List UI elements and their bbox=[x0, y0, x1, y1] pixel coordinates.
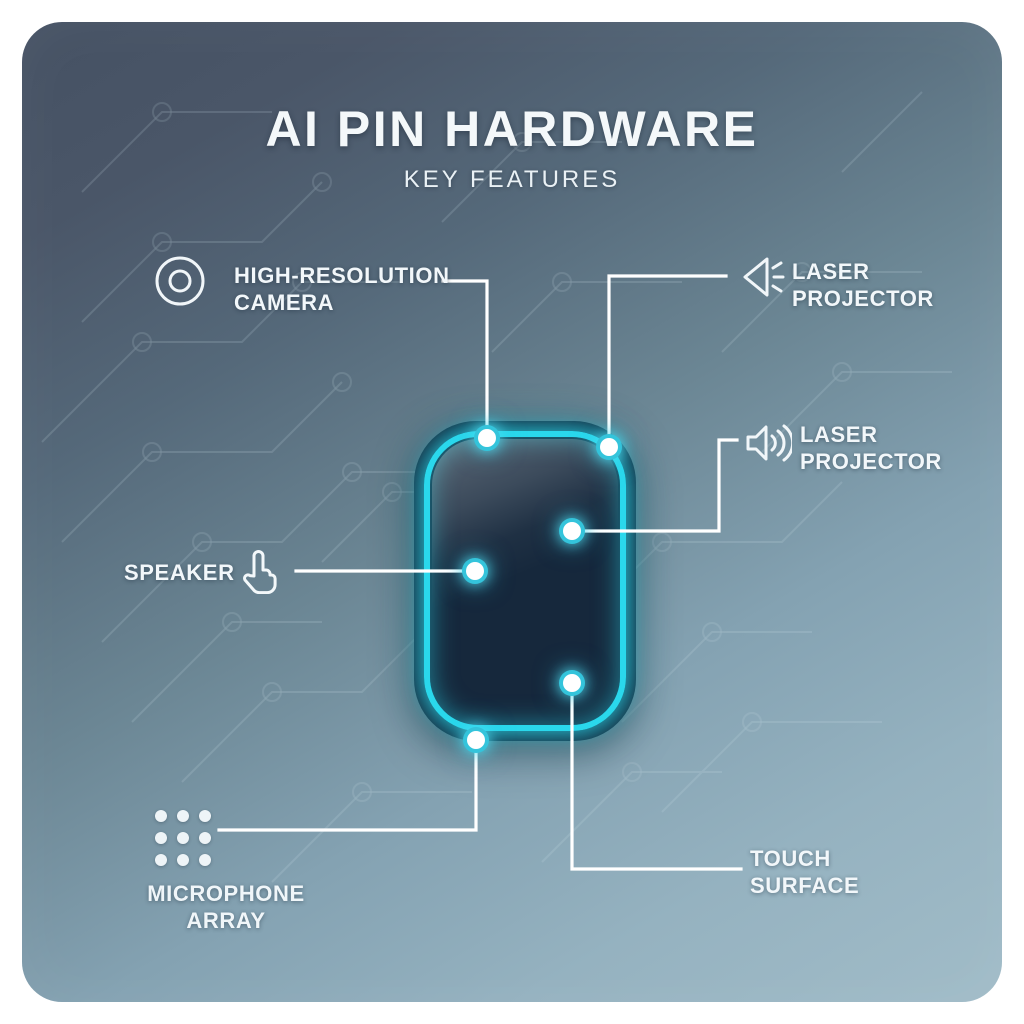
leader-line-laser-projector-top bbox=[607, 274, 728, 449]
projector-cone-icon bbox=[737, 254, 785, 300]
leader-line-camera bbox=[441, 279, 489, 440]
label-speaker: SPEAKER bbox=[124, 560, 235, 585]
leader-line-touch-surface bbox=[570, 681, 743, 871]
circuit-background bbox=[41, 91, 952, 883]
camera-lens-icon bbox=[154, 255, 206, 307]
label-microphone-array: MICROPHONE ARRAY bbox=[147, 881, 305, 933]
hotspot-laser-projector-mid[interactable] bbox=[559, 518, 585, 544]
label-laser-projector-top: LASER PROJECTOR bbox=[792, 259, 934, 311]
hotspot-speaker[interactable] bbox=[462, 558, 488, 584]
ai-pin-device[interactable] bbox=[414, 421, 636, 741]
microphone-dot-grid-icon bbox=[155, 810, 211, 866]
pointing-hand-icon[interactable] bbox=[240, 546, 280, 594]
leader-line-laser-projector-mid bbox=[570, 438, 739, 533]
hotspot-touch-surface[interactable] bbox=[559, 670, 585, 696]
hotspot-laser-projector-top[interactable] bbox=[596, 434, 622, 460]
page-title: AI PIN HARDWARE bbox=[265, 101, 759, 157]
device-glow-ring bbox=[424, 431, 626, 731]
device-sheen-highlight bbox=[432, 439, 618, 723]
leader-line-microphone-array bbox=[217, 738, 478, 832]
hotspot-microphone-array[interactable] bbox=[463, 727, 489, 753]
speaker-waves-icon bbox=[742, 420, 792, 466]
hotspot-camera[interactable] bbox=[474, 425, 500, 451]
label-camera: HIGH-RESOLUTION CAMERA bbox=[234, 263, 450, 315]
label-touch-surface: TOUCH SURFACE bbox=[750, 846, 860, 898]
page-subtitle: KEY FEATURES bbox=[403, 166, 621, 193]
label-laser-projector-mid: LASER PROJECTOR bbox=[800, 422, 942, 474]
